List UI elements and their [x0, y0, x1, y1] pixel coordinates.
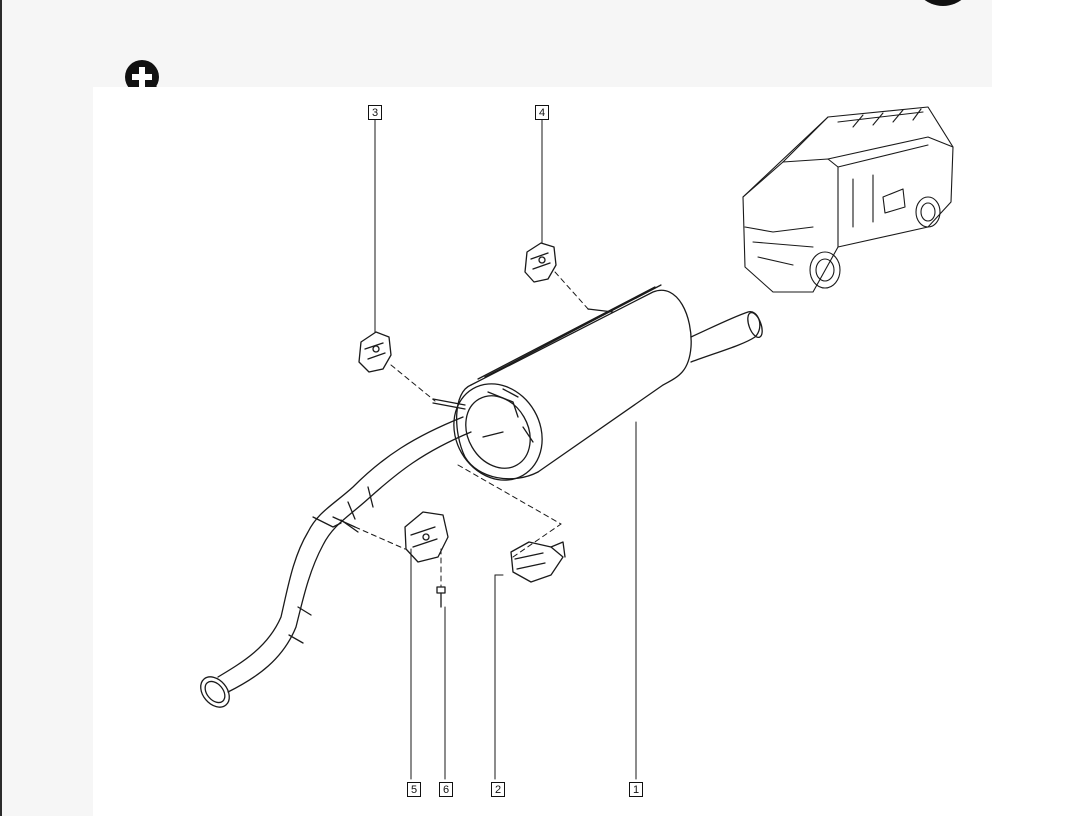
left-frame-border: [0, 0, 2, 816]
callout-6: 6: [439, 782, 453, 797]
corner-button[interactable]: [912, 0, 974, 6]
callout-3: 3: [368, 105, 382, 120]
bolt-6: [436, 586, 446, 608]
assembly-lines: [354, 271, 590, 588]
rubber-mount-4: [524, 242, 557, 283]
mounting-studs: [332, 308, 614, 528]
exhaust-drawing: [200, 106, 954, 780]
van-illustration: [742, 106, 954, 293]
muffler: [453, 284, 763, 481]
leader-lines: [374, 117, 637, 780]
exhaust-diagram: 3 4 5 6 2 1: [93, 87, 992, 816]
callout-5: 5: [407, 782, 421, 797]
rubber-mount-5: [404, 511, 449, 563]
callout-2: 2: [491, 782, 505, 797]
callout-4: 4: [535, 105, 549, 120]
callout-1: 1: [629, 782, 643, 797]
rubber-mount-3: [358, 331, 392, 373]
right-margin: [992, 0, 1080, 816]
bracket-2: [510, 541, 566, 583]
exhaust-pipe: [200, 416, 472, 708]
